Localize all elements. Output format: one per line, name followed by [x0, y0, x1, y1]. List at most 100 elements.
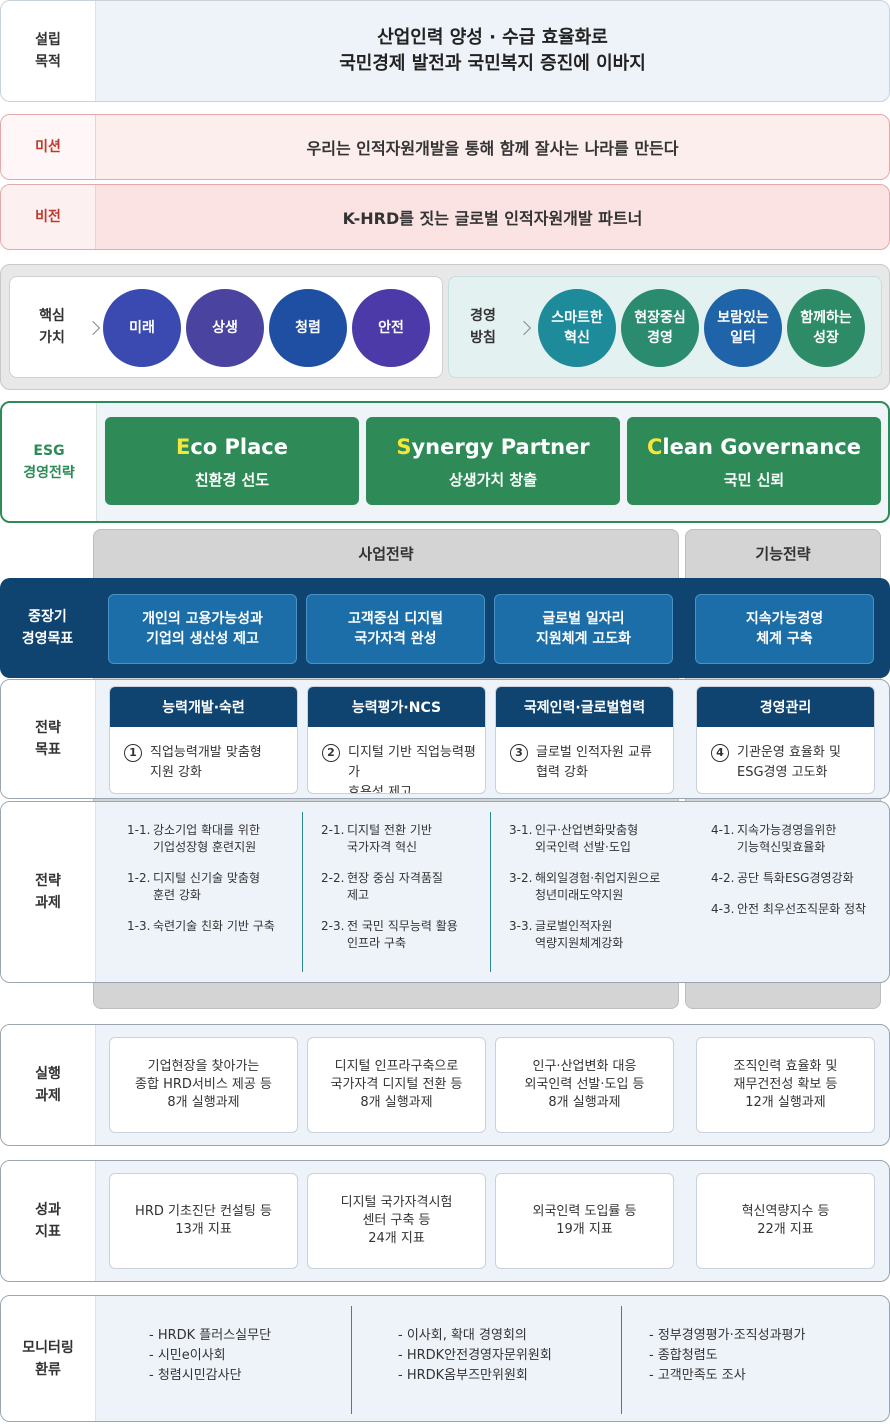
task-column-4: 4-1.지속가능경영을위한 기능혁신및효율화 4-2.공단 특화ESG경영강화 … — [711, 822, 886, 932]
vision-row: 비전 K-HRD를 짓는 글로벌 인적자원개발 파트너 — [0, 184, 890, 250]
core-value-coexistence: 상생 — [186, 289, 264, 367]
mid-goal-4: 지속가능경영 체계 구축 — [695, 594, 874, 664]
strategic-tasks-row: 전략 과제 1-1.강소기업 확대를 위한 기업성장형 훈련지원 1-2.디지털… — [0, 801, 890, 983]
mid-goals-label: 중장기 경영목표 — [21, 609, 74, 647]
kpi-1: HRD 기초진단 컨설팅 등 13개 지표 — [109, 1173, 298, 1269]
task-column-1: 1-1.강소기업 확대를 위한 기업성장형 훈련지원 1-2.디지털 신기술 맞… — [127, 822, 297, 949]
monitoring-column-3: - 정부경영평가·조직성과평가 - 종합청렴도 - 고객만족도 조사 — [649, 1326, 884, 1386]
esg-clean-sub: 국민 신뢰 — [723, 471, 785, 489]
monitoring-column-1: - HRDK 플러스실무단 - 시민e이사회 - 청렴시민감사단 — [149, 1326, 349, 1386]
core-value-future: 미래 — [103, 289, 181, 367]
policy-rewarding-workplace: 보람있는 일터 — [704, 289, 782, 367]
list-item: - 이사회, 확대 경영회의 — [398, 1328, 527, 1343]
purpose-label: 설립 목적 — [1, 1, 96, 101]
strategic-goal-1: 능력개발·숙련 1 직업능력개발 맞춤형 지원 강화 — [109, 686, 298, 794]
esg-synergy-title: Synergy Partner — [396, 435, 590, 459]
number-badge: 1 — [124, 744, 142, 762]
list-item: - HRDK옴부즈만위원회 — [398, 1368, 528, 1383]
mid-goal-2: 고객중심 디지털 국가자격 완성 — [306, 594, 485, 664]
task-column-2: 2-1.디지털 전환 기반 국가자격 혁신 2-2.현장 중심 자격품질 제고 … — [321, 822, 486, 966]
task-column-3: 3-1.인구·산업변화맞춤형 외국인력 선발·도입 3-2.해외일경험·취업지원… — [509, 822, 684, 966]
esg-label: ESG 경영전략 — [2, 403, 97, 521]
strategic-tasks-label: 전략 과제 — [1, 802, 96, 982]
task-item: 2-1.디지털 전환 기반 국가자격 혁신 — [321, 823, 432, 854]
mgmt-policy-panel: 경영 방침 스마트한 혁신 현장중심 경영 보람있는 일터 함께하는 성장 — [448, 276, 882, 378]
strategic-goal-text: 글로벌 인적자원 교류 협력 강화 — [536, 745, 652, 780]
mid-goals-row: 중장기 경영목표 개인의 고용가능성과 기업의 생산성 제고 고객중심 디지털 … — [0, 578, 890, 678]
task-item: 2-2.현장 중심 자격품질 제고 — [321, 871, 443, 902]
strategic-goal-text: 디지털 기반 직업능력평가 효용성 제고 — [348, 745, 476, 794]
task-item: 4-3.안전 최우선조직문화 정착 — [711, 902, 867, 916]
strategic-goal-title: 국제인력·글로벌협력 — [496, 687, 673, 727]
kpi-label: 성과 지표 — [1, 1161, 96, 1281]
policy-growing-together: 함께하는 성장 — [787, 289, 865, 367]
mission-row: 미션 우리는 인적자원개발을 통해 함께 잘사는 나라를 만든다 — [0, 114, 890, 180]
esg-eco-sub: 친환경 선도 — [194, 471, 270, 489]
mid-goal-1: 개인의 고용가능성과 기업의 생산성 제고 — [108, 594, 297, 664]
strategic-goal-text: 직업능력개발 맞춤형 지원 강화 — [150, 745, 262, 780]
strategic-goal-title: 경영관리 — [697, 687, 874, 727]
mgmt-policy-label: 경영 방침 — [470, 308, 496, 346]
vision-text: K-HRD를 짓는 글로벌 인적자원개발 파트너 — [342, 209, 643, 228]
task-item: 3-2.해외일경험·취업지원으로 청년미래도약지원 — [509, 871, 661, 902]
business-strategy-header: 사업전략 — [358, 544, 414, 563]
task-item: 3-1.인구·산업변화맞춤형 외국인력 선발·도입 — [509, 823, 639, 854]
exec-task-4: 조직인력 효율화 및 재무건전성 확보 등 12개 실행과제 — [696, 1037, 875, 1133]
list-item: - 시민e이사회 — [149, 1348, 226, 1363]
esg-eco-place: Eco Place 친환경 선도 — [105, 417, 359, 505]
esg-synergy-sub: 상생가치 창출 — [448, 471, 538, 489]
esg-synergy-partner: Synergy Partner 상생가치 창출 — [366, 417, 620, 505]
mid-goal-3: 글로벌 일자리 지원체계 고도화 — [494, 594, 673, 664]
strategic-goals-label: 전략 목표 — [1, 680, 96, 798]
monitoring-label: 모니터링 환류 — [1, 1296, 96, 1421]
policy-field-management: 현장중심 경영 — [621, 289, 699, 367]
core-value-integrity: 청렴 — [269, 289, 347, 367]
column-divider — [490, 812, 491, 972]
exec-tasks-label: 실행 과제 — [1, 1025, 96, 1145]
column-divider — [621, 1306, 622, 1414]
number-badge: 2 — [322, 744, 340, 762]
vision-label: 비전 — [1, 185, 96, 249]
values-section: 핵심 가치 미래 상생 청렴 안전 경영 방침 스마트한 혁신 현장중심 경영 … — [0, 264, 890, 390]
exec-tasks-row: 실행 과제 기업현장을 찾아가는 종합 HRD서비스 제공 등 8개 실행과제 … — [0, 1024, 890, 1146]
mission-text: 우리는 인적자원개발을 통해 함께 잘사는 나라를 만든다 — [306, 139, 679, 158]
core-value-safety: 안전 — [352, 289, 430, 367]
strategic-goal-text: 기관운영 효율화 및 ESG경영 고도화 — [737, 745, 841, 780]
esg-clean-governance: Clean Governance 국민 신뢰 — [627, 417, 881, 505]
core-values-label: 핵심 가치 — [39, 308, 65, 346]
strategic-goal-title: 능력개발·숙련 — [110, 687, 297, 727]
esg-clean-title: Clean Governance — [646, 435, 861, 459]
mission-label: 미션 — [1, 115, 96, 179]
purpose-row: 설립 목적 산업인력 양성 · 수급 효율화로 국민경제 발전과 국민복지 증진… — [0, 0, 890, 102]
chevron-right-icon — [516, 320, 532, 336]
strategic-goals-row: 전략 목표 능력개발·숙련 1 직업능력개발 맞춤형 지원 강화 능력평가·NCS… — [0, 679, 890, 799]
column-divider — [302, 812, 303, 972]
task-item: 1-3.숙련기술 친화 기반 구축 — [127, 919, 275, 933]
task-item: 1-1.강소기업 확대를 위한 기업성장형 훈련지원 — [127, 823, 260, 854]
exec-task-1: 기업현장을 찾아가는 종합 HRD서비스 제공 등 8개 실행과제 — [109, 1037, 298, 1133]
exec-task-2: 디지털 인프라구축으로 국가자격 디지털 전환 등 8개 실행과제 — [307, 1037, 486, 1133]
list-item: - 종합청렴도 — [649, 1348, 718, 1363]
esg-row: ESG 경영전략 Eco Place 친환경 선도 Synergy Partne… — [0, 401, 890, 523]
kpi-4: 혁신역량지수 등 22개 지표 — [696, 1173, 875, 1269]
column-divider — [351, 1306, 352, 1414]
list-item: - 청렴시민감사단 — [149, 1368, 242, 1383]
list-item: - 정부경영평가·조직성과평가 — [649, 1328, 806, 1343]
task-item: 3-3.글로벌인적자원 역량지원체계강화 — [509, 919, 624, 950]
kpi-2: 디지털 국가자격시험 센터 구축 등 24개 지표 — [307, 1173, 486, 1269]
task-item: 4-2.공단 특화ESG경영강화 — [711, 871, 854, 885]
monitoring-row: 모니터링 환류 - HRDK 플러스실무단 - 시민e이사회 - 청렴시민감사단… — [0, 1295, 890, 1422]
monitoring-column-2: - 이사회, 확대 경영회의 - HRDK안전경영자문위원회 - HRDK옴부즈… — [398, 1326, 618, 1386]
task-item: 2-3.전 국민 직무능력 활용 인프라 구축 — [321, 919, 458, 950]
purpose-text: 산업인력 양성 · 수급 효율화로 국민경제 발전과 국민복지 증진에 이바지 — [339, 27, 646, 74]
kpi-3: 외국인력 도입률 등 19개 지표 — [495, 1173, 674, 1269]
strategic-goal-2: 능력평가·NCS 2 디지털 기반 직업능력평가 효용성 제고 — [307, 686, 486, 794]
list-item: - 고객만족도 조사 — [649, 1368, 746, 1383]
esg-eco-title: Eco Place — [176, 435, 288, 459]
kpi-row: 성과 지표 HRD 기초진단 컨설팅 등 13개 지표 디지털 국가자격시험 센… — [0, 1160, 890, 1282]
task-item: 4-1.지속가능경영을위한 기능혁신및효율화 — [711, 823, 837, 854]
list-item: - HRDK 플러스실무단 — [149, 1328, 272, 1343]
strategic-goal-title: 능력평가·NCS — [308, 687, 485, 727]
